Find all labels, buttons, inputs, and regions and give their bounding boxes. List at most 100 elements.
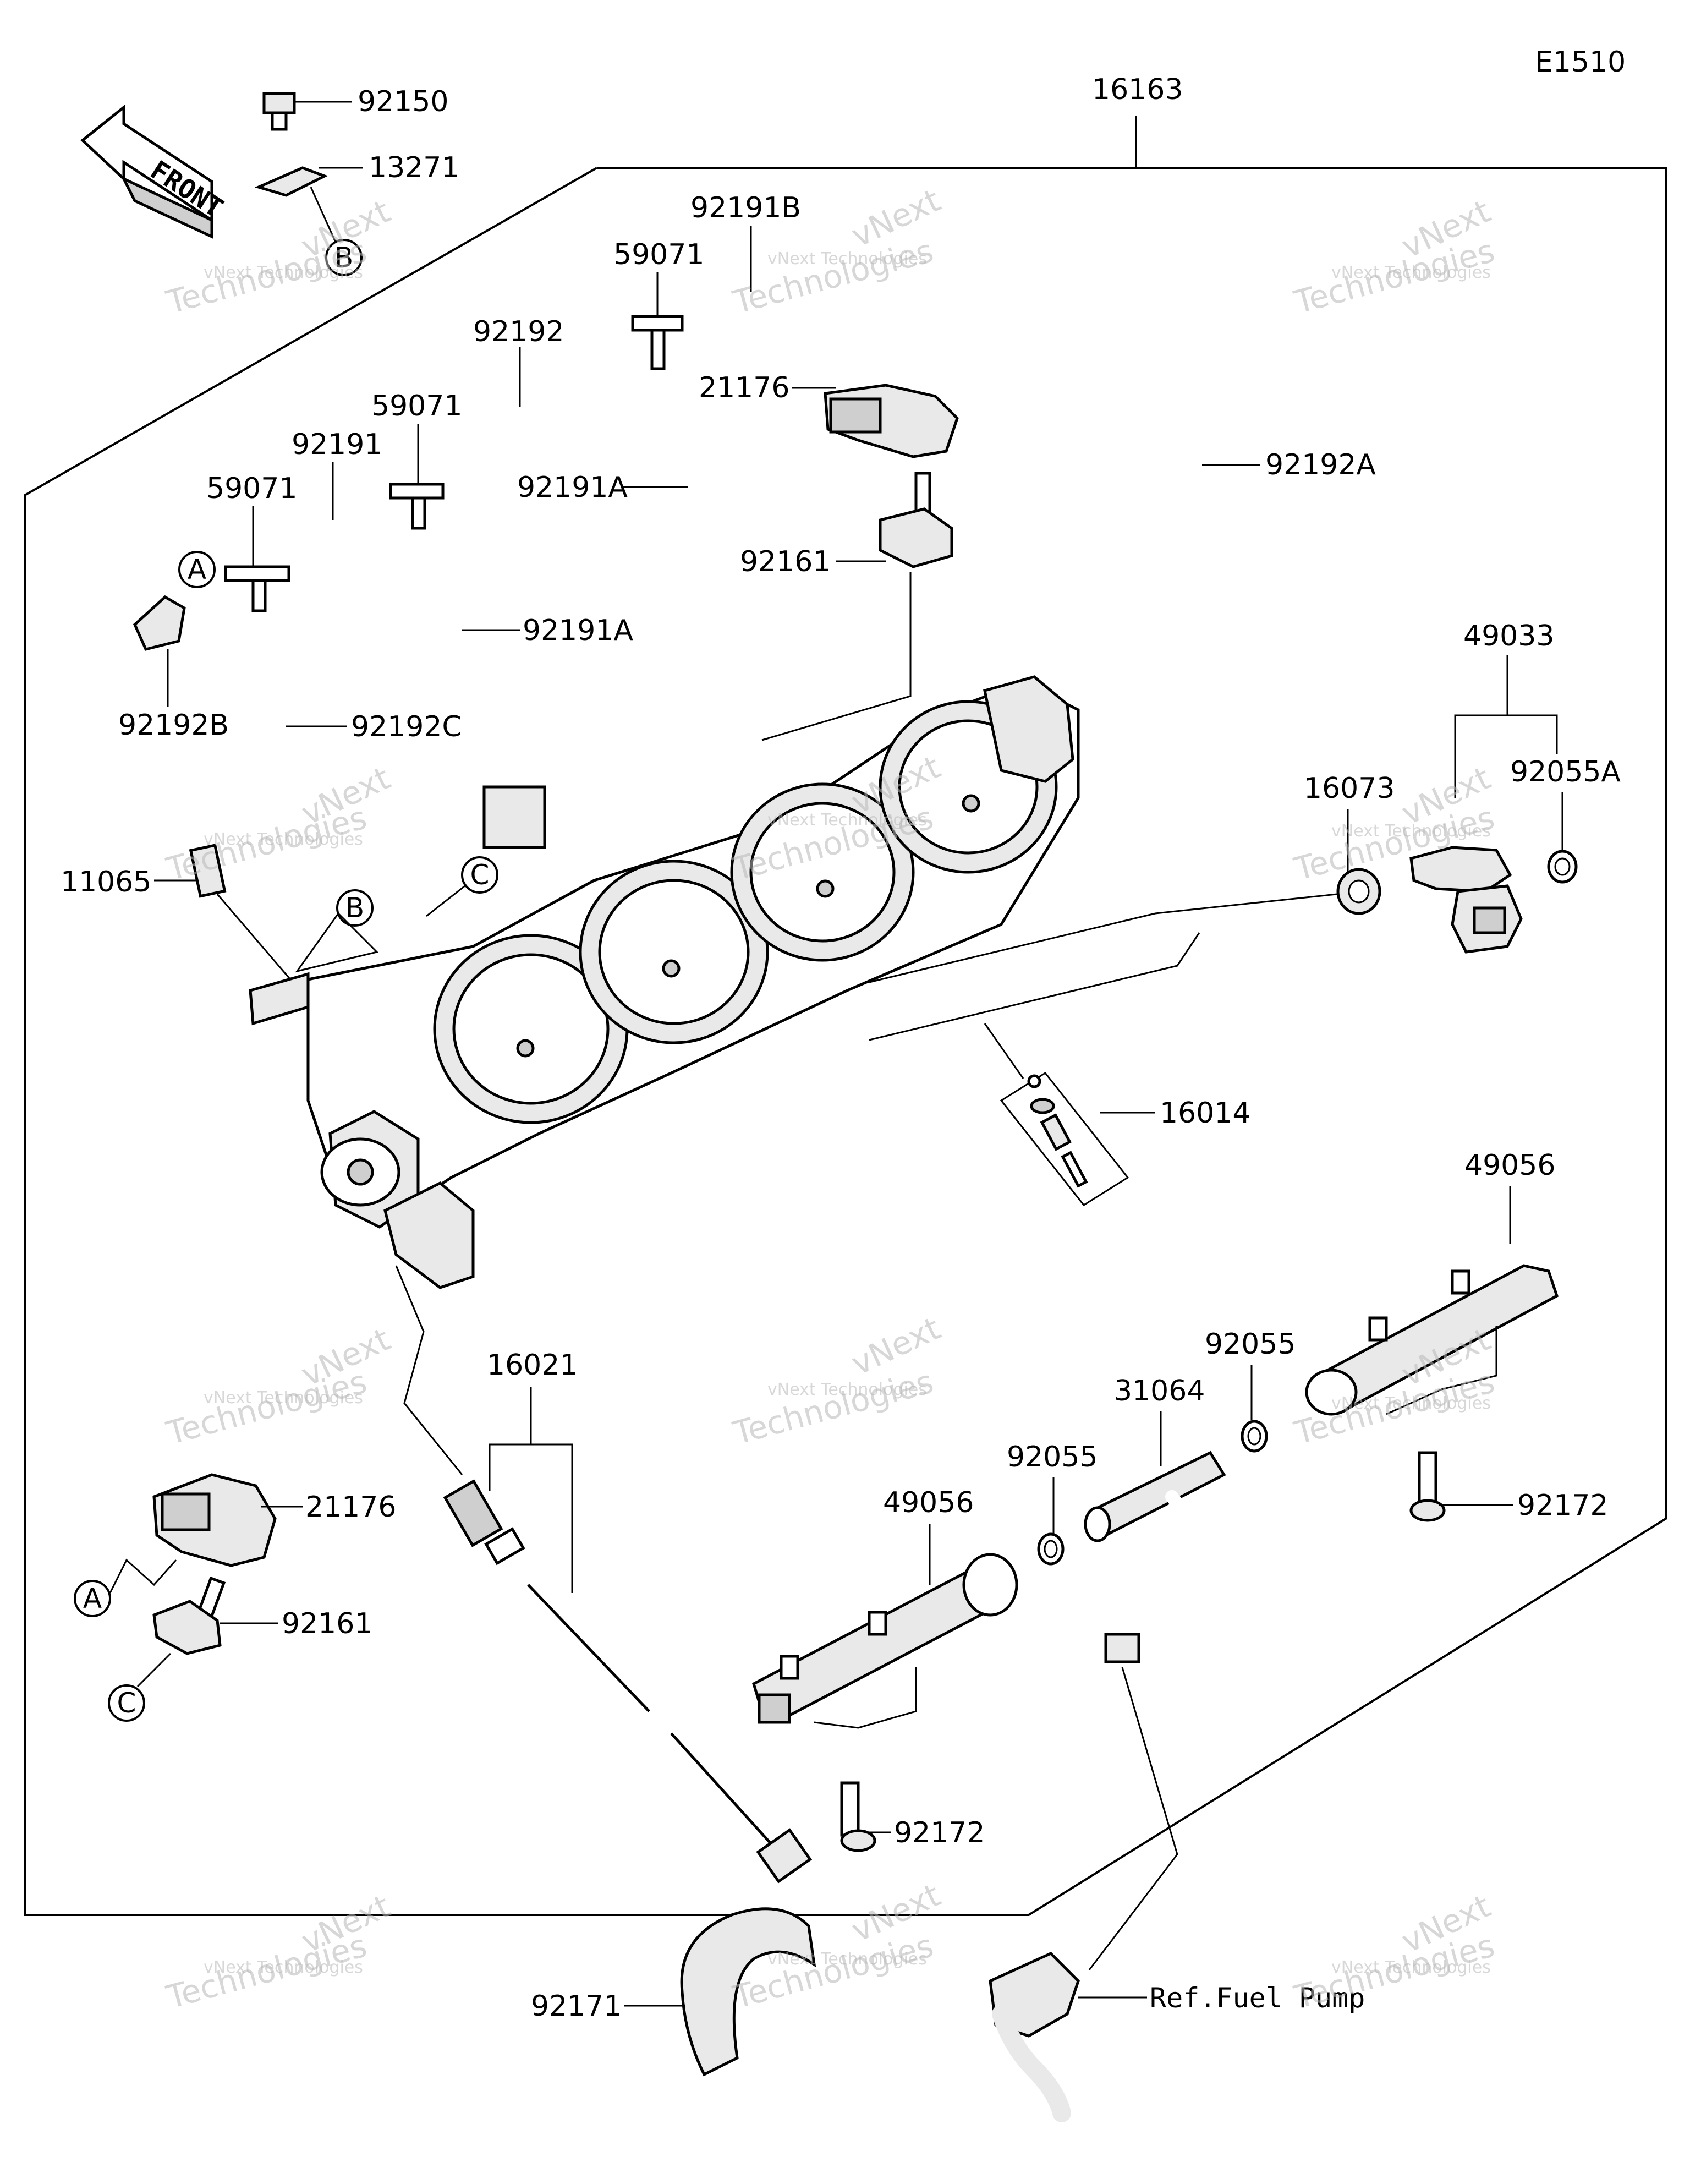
label-92150: 92150 [358,85,448,118]
leader-49033-bracket [1454,714,1558,798]
callout-a-top-text: A [188,554,206,585]
watermark-1-small: vNext Technologies [204,263,363,282]
part-49056-left-rail [752,1553,1018,1724]
label-92192C: 92192C [351,710,462,743]
label-92191A-mid: 92191A [523,614,633,647]
watermark-12-small: vNext Technologies [1331,1958,1491,1977]
label-92055A: 92055A [1510,756,1621,789]
reference-note: Ref.Fuel Pump [1150,1982,1365,2014]
part-11065-cap [189,844,227,898]
part-59071-tee-left [224,565,290,612]
part-92192B-cap [133,595,186,651]
leader-49056-right-b [1386,1326,1497,1415]
part-49056-right-rail [1305,1264,1559,1416]
assembly-outline [24,167,1667,1916]
watermark-7-small: vNext Technologies [204,1388,363,1408]
part-92161-bottom-adapter [152,1576,226,1655]
label-92172-left: 92172 [894,1816,985,1849]
part-49033-injector [1409,846,1523,954]
label-13271: 13271 [369,151,459,184]
leader-c-bottom [136,1652,172,1688]
throttle-body-assembly [249,675,1080,1289]
part-92172-right-bolt [1409,1451,1446,1522]
part-59071-tee-top [631,315,684,370]
label-92161-top: 92161 [740,545,831,578]
label-92192: 92192 [473,315,564,348]
leader-92161-top-b [761,572,912,741]
label-16163: 16163 [1092,73,1183,106]
watermark-4-small: vNext Technologies [204,830,363,849]
part-92192C-hose [206,658,294,833]
label-92191: 92191 [292,428,382,461]
label-21176-bottom: 21176 [305,1491,396,1524]
label-49033: 49033 [1463,620,1554,653]
label-92172-right: 92172 [1517,1489,1608,1522]
callout-c-bottom [108,1684,145,1722]
watermark-3-small: vNext Technologies [1331,263,1491,282]
callout-a-bottom [74,1580,111,1617]
part-92191-hose [308,511,375,554]
part-16021-spring [443,1479,813,1884]
watermark-8-small: vNext Technologies [767,1380,927,1399]
leader-16021-body [395,1265,463,1475]
watermark-6-small: vNext Technologies [1331,822,1491,841]
watermark-11-small: vNext Technologies [767,1950,927,1969]
part-59071-tee-mid [389,483,445,530]
part-92055-right-oring-hole [1247,1427,1261,1446]
label-16073: 16073 [1304,772,1395,805]
label-92192B: 92192B [118,709,229,742]
label-92055-left: 92055 [1007,1441,1098,1474]
part-92191A-top-hose [667,417,725,535]
label-11065: 11065 [61,866,151,899]
label-59071-top: 59071 [613,238,704,271]
leader-body-right [869,932,1200,1041]
label-21176-top: 21176 [699,371,789,404]
watermark-9-small: vNext Technologies [1331,1394,1491,1413]
part-92191A-mid-hose [432,583,492,696]
watermark-8: Technologies [729,1362,937,1452]
part-92171-clamp [680,1907,816,2077]
callout-a-top [178,551,216,588]
callout-b-top-text: B [334,242,353,273]
part-16014-screw [1027,1074,1088,1188]
part-31064-fitting [1084,1450,1226,1663]
callout-c-mid-text: C [470,859,490,891]
label-16014: 16014 [1160,1097,1250,1130]
leader-49056-left-b [814,1667,917,1729]
callout-b-top [325,239,363,276]
part-92055A-oring-hole [1554,857,1571,876]
leader-c-mid [426,885,465,917]
label-92192A: 92192A [1265,448,1376,481]
callout-b-mid [336,889,374,927]
label-16021: 16021 [487,1349,578,1382]
part-fuel-pump-connector [989,1952,1080,2122]
part-21176-bottom-sensor [152,1473,277,1567]
callout-b-mid-text: B [345,892,364,924]
watermark-10-small: vNext Technologies [204,1958,363,1977]
label-92191B: 92191B [690,191,801,225]
label-59071-left: 59071 [206,472,297,505]
part-92161-top-adapter [879,472,953,568]
part-92150-bolt [262,92,296,131]
leader-fuel-hose [1088,1667,1178,1970]
leader-b-mid [295,912,378,973]
label-49056-left: 49056 [883,1486,974,1519]
label-59071-mid: 59071 [371,390,462,423]
label-92055-right: 92055 [1205,1328,1296,1361]
part-13271-bracket [254,166,328,197]
label-92161-bottom: 92161 [282,1607,372,1640]
part-92192A-hose [1106,405,1223,497]
watermark-2-small: vNext Technologies [767,249,927,269]
part-92055-left-oring-hole [1044,1540,1058,1558]
part-92192-hose [470,324,617,455]
watermark-5-small: vNext Technologies [767,811,927,830]
callout-c-bottom-text: C [117,1687,136,1719]
leader-13271-b [310,187,337,243]
label-92191A-top: 92191A [517,471,628,504]
part-16073-seal-hole [1348,879,1370,904]
leader-a-bottom [109,1558,177,1594]
callout-a-bottom-text: A [83,1583,102,1614]
part-21176-top-sensor [824,384,959,458]
front-arrow: FRONT [80,104,228,239]
